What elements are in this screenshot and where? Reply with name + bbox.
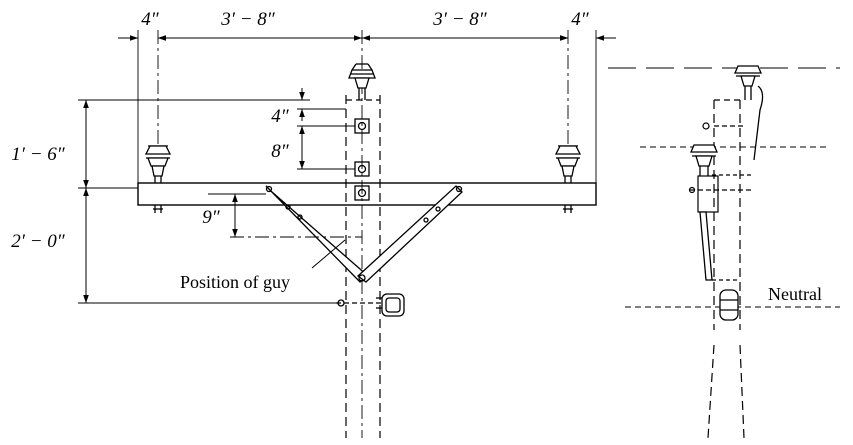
dimension-arrows <box>83 35 616 303</box>
extension-lines <box>78 30 597 304</box>
dim-lower-height: 2′ − 0″ <box>11 231 65 252</box>
dim-right-span: 3′ − 8″ <box>432 9 487 30</box>
pole-bolts <box>354 118 370 201</box>
dim-left-offset: 4″ <box>141 9 160 30</box>
side-neutral-insulator <box>719 289 739 321</box>
front-view <box>78 30 616 438</box>
dim-top-drop: 4″ <box>271 106 290 127</box>
neutral-clamp <box>336 293 405 317</box>
side-view <box>608 65 840 439</box>
side-pole <box>707 100 745 439</box>
side-top-insulator <box>734 65 764 161</box>
dim-left-span: 3′ − 8″ <box>220 9 275 30</box>
guy-leader-line <box>311 239 346 269</box>
side-brace <box>699 211 738 281</box>
dim-bracket-gap: 8″ <box>271 141 290 162</box>
side-crossarm-insulator <box>690 144 718 176</box>
dimension-labels: 4″ 3′ − 8″ 3′ − 8″ 4″ 4″ 8″ 1′ − 6″ 2′ −… <box>11 9 589 252</box>
dim-brace-drop: 9″ <box>202 207 221 228</box>
right-pin-insulator <box>554 145 582 213</box>
left-pin-insulator <box>144 145 172 213</box>
crossarm-braces <box>265 185 463 283</box>
crossarm <box>137 182 597 206</box>
neutral-label: Neutral <box>768 284 822 304</box>
side-crossarm <box>688 122 752 213</box>
guy-position-label: Position of guy <box>180 272 290 292</box>
top-pin-insulator <box>348 63 376 100</box>
dim-upper-height: 1′ − 6″ <box>11 144 65 165</box>
dim-right-offset: 4″ <box>571 9 590 30</box>
